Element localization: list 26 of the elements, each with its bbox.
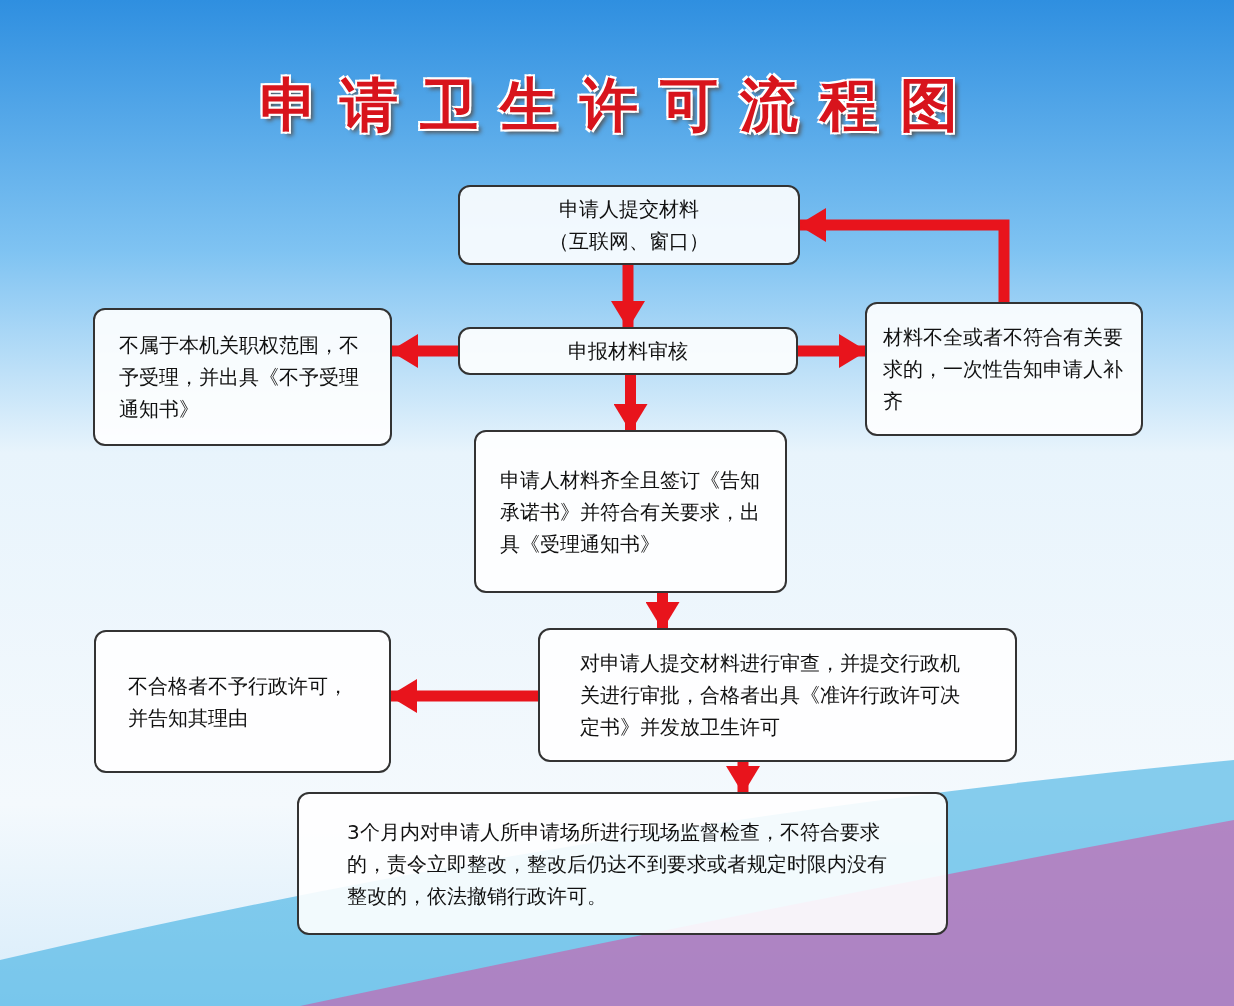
process-box [93, 308, 392, 446]
box-text: 不属于本机关职权范围，不予受理，并出具《不予受理通知书》 [119, 332, 360, 423]
process-box [865, 302, 1143, 436]
box-text: （互联网、窗口） [549, 228, 709, 255]
arrow [611, 265, 645, 329]
process-box [297, 792, 948, 935]
arrow [645, 593, 680, 630]
process-box [474, 430, 787, 593]
arrow [798, 208, 1010, 302]
box-text: 申报材料审核 [568, 338, 688, 365]
process-box [538, 628, 1017, 762]
arrow [613, 375, 648, 432]
arrow [390, 334, 458, 368]
box-text: 3个月内对申请人所申请场所进行现场监督检查，不符合要求的，责令立即整改，整改后仍达不到要求或者规定时限内没有整改的，依法撤销行政许可。 [347, 818, 888, 910]
arrow [726, 762, 760, 794]
process-box [458, 185, 800, 265]
box-text: 申请人材料齐全且签订《告知承诺书》并符合有关要求，出具《受理通知书》 [500, 466, 761, 558]
process-box [458, 327, 798, 375]
box-text: 不合格者不予行政许可，并告知其理由 [128, 672, 349, 732]
title: 申请卫生许可流程图 [259, 70, 981, 141]
box-text: 对申请人提交材料进行审查，并提交行政机关进行审批，合格者出具《准许行政许可决定书》并发放卫生许可 [580, 650, 961, 741]
process-box [94, 630, 391, 773]
arrow [798, 334, 867, 368]
arrow [389, 679, 538, 713]
box-text: 申请人提交材料 [559, 196, 699, 223]
box-text: 材料不全或者不符合有关要求的，一次性告知申请人补齐 [883, 324, 1124, 415]
